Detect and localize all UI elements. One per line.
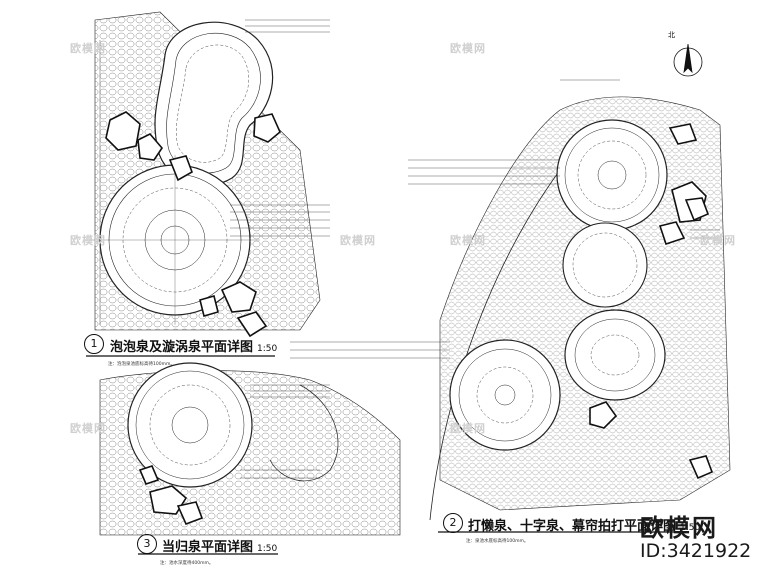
bubble-pool xyxy=(154,21,274,186)
leader-lines-plan-1 xyxy=(99,19,330,325)
plan-3-number: 3 xyxy=(137,534,157,554)
plan-2-scale: 1:50 xyxy=(680,523,701,533)
watermark: 欧模网 xyxy=(70,42,106,55)
watermark: 欧模网 xyxy=(700,234,736,247)
plan-1-number: 1 xyxy=(84,334,104,354)
watermark: 欧模网 xyxy=(450,422,486,435)
vortex-pool xyxy=(90,155,260,325)
plan-1-note: 注：泡泡泉池底标高待100mm。 xyxy=(108,362,175,367)
watermark: 欧模网 xyxy=(70,234,106,247)
brand-id: ID:3421922 xyxy=(640,540,752,562)
plan-2-title-text: 打懒泉、十字泉、幕帘拍打平面详图 xyxy=(468,519,677,534)
plan-3-note: 注：池水深度待400mm。 xyxy=(160,561,214,566)
watermark: 欧模网 xyxy=(340,234,376,247)
plan-3-area xyxy=(99,362,401,536)
north-arrow-icon xyxy=(673,43,703,77)
plan-1-scale: 1:50 xyxy=(257,344,278,354)
plan-2-number: 2 xyxy=(443,513,463,533)
watermark: 欧模网 xyxy=(70,422,106,435)
brand-logo: 欧模网 xyxy=(640,514,718,542)
watermark: 欧模网 xyxy=(450,42,486,55)
plan-3-title-text: 当归泉平面详图 xyxy=(162,540,254,555)
plan-1-title-text: 泡泡泉及漩涡泉平面详图 xyxy=(110,340,254,355)
plan-3-scale: 1:50 xyxy=(257,544,278,554)
rock-cluster-plan-1 xyxy=(105,111,281,338)
north-label: 北 xyxy=(668,31,675,39)
watermark: 欧模网 xyxy=(450,234,486,247)
plan-2-note: 注：泉池水底标高待100mm。 xyxy=(466,539,529,544)
plan-2-area xyxy=(290,79,731,521)
